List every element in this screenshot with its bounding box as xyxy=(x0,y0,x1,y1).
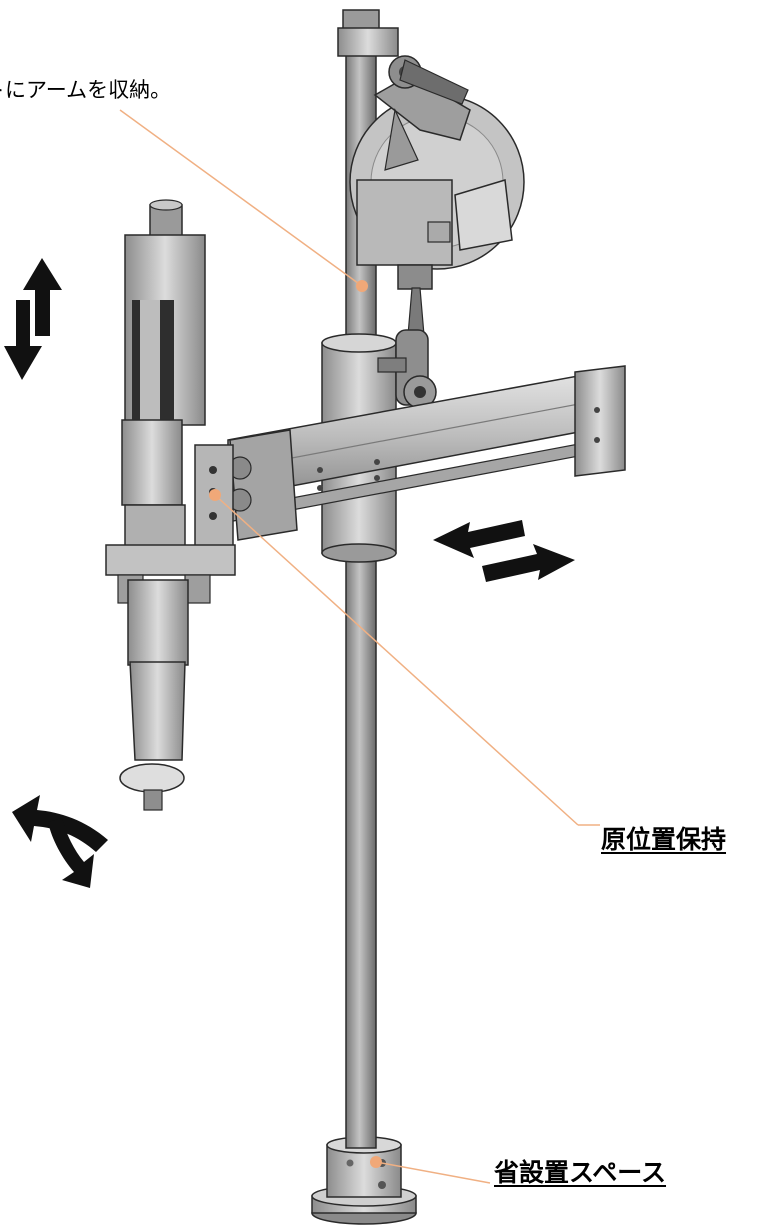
arm-storage-caption: トにアームを収納。 xyxy=(0,78,172,102)
up-down-arrow-icon xyxy=(4,258,62,380)
leader-line-space-saving xyxy=(370,1156,491,1184)
leader-line-arm-storage xyxy=(119,109,368,292)
hanger-link xyxy=(377,329,437,409)
spring-balancer xyxy=(349,55,525,336)
space-saving-caption: 省設置スペース xyxy=(494,1158,667,1187)
left-right-arrow-icon xyxy=(433,520,575,582)
horizontal-arm xyxy=(194,365,626,551)
rotate-arrow-icon xyxy=(12,795,108,888)
home-position-caption: 原位置保持 xyxy=(601,825,727,854)
leader-line-home-position xyxy=(209,489,600,826)
pole-base xyxy=(311,1136,417,1225)
nutrunner-tool xyxy=(105,199,236,811)
